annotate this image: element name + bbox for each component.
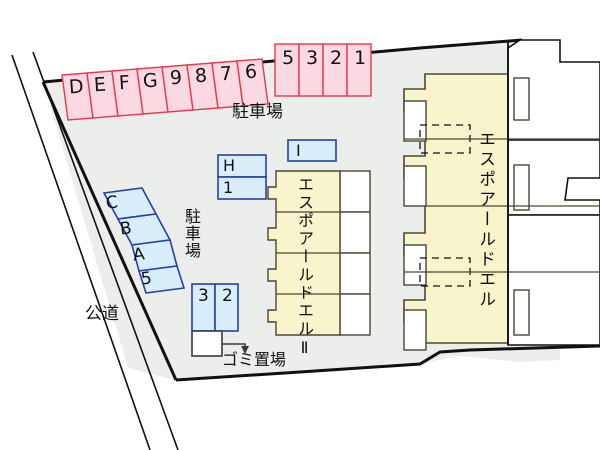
garbage-area-label: ゴミ置場 [222, 350, 287, 369]
pink-stall-1[interactable] [346, 43, 372, 97]
pink-stall-D-label: D [68, 75, 85, 99]
blue-stall-5-left[interactable] [137, 265, 186, 294]
garbage-area-box[interactable] [191, 330, 223, 357]
blue-stall-2-label: 2 [222, 286, 233, 306]
building-center-balcony-2 [339, 211, 371, 254]
building-right-balcony-2 [403, 165, 427, 207]
blue-parking-H1 [217, 154, 267, 200]
blue-stall-1-mid-label: 1 [223, 178, 234, 197]
pink-stall-9-label: 9 [169, 66, 183, 90]
blue-stall-H-label: H [223, 156, 236, 175]
boundary-left [41, 81, 178, 381]
public-road-line-inner [32, 51, 179, 450]
public-road-label: 公道 [85, 304, 119, 324]
blue-stall-2[interactable] [214, 283, 239, 332]
blue-stall-C-label: C [104, 192, 119, 214]
blue-stall-I[interactable] [287, 139, 337, 162]
pink-stall-8-label: 8 [194, 64, 208, 88]
building-center-label: エスポアールドエルⅡ [295, 176, 314, 359]
pink-stall-6-label: 6 [244, 60, 258, 84]
garbage-area-arrow-head [241, 346, 249, 354]
public-road-line-outer [11, 54, 151, 450]
building-right-balcony-3 [403, 244, 427, 286]
pink-stall-3-label: 3 [306, 47, 319, 69]
blue-stall-3-label: 3 [198, 286, 209, 306]
pink-parking-row-2 [274, 43, 372, 97]
blue-parking-32 [191, 283, 239, 332]
building-center-balcony-3 [339, 252, 371, 295]
pink-stall-1-label: 1 [354, 47, 367, 69]
building-right-slot-3 [513, 289, 530, 336]
blue-stall-B-label: B [118, 218, 133, 240]
pink-stall-5[interactable] [274, 43, 300, 97]
building-right-balcony-1 [403, 100, 427, 142]
pink-stall-5-label: 5 [282, 47, 295, 69]
blue-stall-I-label: I [296, 141, 301, 160]
blue-parking-left [102, 187, 186, 294]
pink-stall-G-label: G [142, 69, 159, 93]
pink-parking-row-1 [61, 58, 269, 121]
pink-stall-7-label: 7 [219, 62, 233, 86]
pink-stall-2[interactable] [322, 43, 348, 97]
pink-stall-E-label: E [93, 73, 107, 97]
building-right-label: エスポアールドエル [475, 130, 495, 310]
building-right [403, 39, 600, 351]
blue-stall-1-mid[interactable] [217, 176, 267, 200]
garbage-area-marker [191, 330, 249, 357]
pink-stall-F-label: F [118, 71, 131, 95]
blue-stall-A-label: A [131, 244, 146, 266]
building-center-balcony-4 [339, 293, 371, 336]
pink-stall-3[interactable] [298, 43, 324, 97]
building-center [267, 170, 371, 336]
building-right-balcony-4 [403, 309, 427, 351]
blue-stall-5-left-label: 5 [139, 268, 153, 290]
parking-label-left: 駐車場 [182, 208, 201, 259]
parking-label-top: 駐車場 [232, 102, 283, 122]
pink-stall-2-label: 2 [330, 47, 343, 69]
pink-stall-6[interactable] [236, 58, 269, 107]
building-center-balcony-1 [339, 170, 371, 213]
building-right-slot-1 [513, 77, 530, 121]
building-right-slot-2 [513, 164, 530, 211]
boundary-bottom [175, 344, 600, 382]
